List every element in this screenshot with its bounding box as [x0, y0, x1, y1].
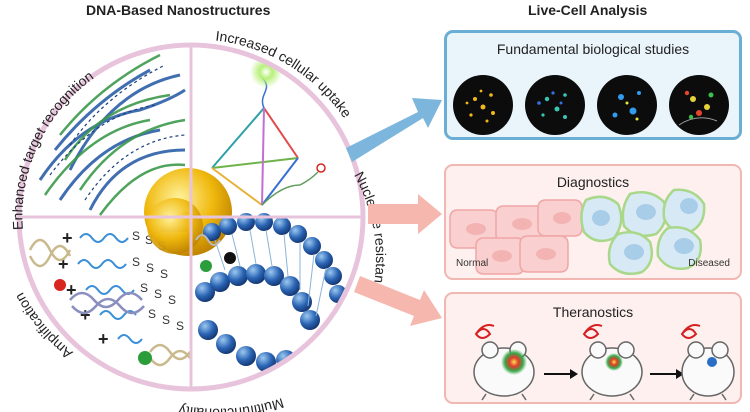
svg-text:+: + [98, 329, 109, 349]
svg-text:S: S [160, 267, 168, 281]
svg-text:S: S [162, 313, 170, 327]
mouse-1 [473, 324, 535, 401]
svg-text:+: + [62, 228, 73, 248]
circle-frame [16, 42, 366, 392]
fluorescence-image-1 [453, 75, 513, 135]
arrow-to-diagnostics [368, 194, 442, 234]
mice-illustration [473, 324, 735, 401]
lipid-bilayer-illustration [195, 213, 347, 372]
panel-title-theranostics: Theranostics [552, 304, 634, 320]
normal-cells [449, 199, 583, 275]
fluorescence-image-3 [597, 75, 657, 135]
svg-text:S: S [146, 261, 154, 275]
svg-text:S: S [145, 233, 153, 247]
circle-illustrations: + + + + + SSS SSS SSS SSS [28, 53, 347, 372]
label-multifunctionality: Multifunctionality [177, 395, 285, 412]
panel-title-fundamental: Fundamental biological studies [496, 41, 690, 57]
header-dna-nanostructures: DNA-Based Nanostructures [86, 2, 271, 18]
panel-diagnostics: Diagnostics Normal Diseased [444, 164, 742, 280]
fluorescence-images [453, 75, 729, 135]
svg-text:+: + [66, 280, 77, 300]
mouse-2 [581, 324, 643, 401]
cells-illustration [449, 188, 706, 275]
fluorescence-image-2 [525, 75, 585, 135]
fluorescence-image-4 [669, 75, 729, 135]
arrow-1 [544, 369, 578, 379]
svg-text:S: S [168, 293, 176, 307]
svg-text:+: + [80, 305, 91, 325]
svg-text:S: S [140, 281, 148, 295]
label-normal: Normal [456, 258, 489, 269]
label-diseased: Diseased [688, 258, 730, 269]
header-live-cell-analysis: Live-Cell Analysis [528, 2, 648, 18]
svg-text:S: S [154, 287, 162, 301]
arrow-2 [650, 369, 684, 379]
panel-theranostics: Theranostics [444, 292, 742, 404]
svg-text:S: S [148, 307, 156, 321]
arrow-to-theranostics [354, 276, 442, 326]
mouse-3 [680, 324, 735, 401]
svg-text:S: S [132, 255, 140, 269]
arrow-to-fundamental [346, 98, 442, 162]
amplification-illustration: + + + + + SSS SSS SSS SSS [28, 198, 203, 367]
svg-text:S: S [132, 229, 140, 243]
panel-fundamental-studies: Fundamental biological studies [444, 30, 742, 140]
panel-title-diagnostics: Diagnostics [556, 174, 630, 190]
svg-text:S: S [176, 319, 184, 333]
svg-text:+: + [58, 254, 69, 274]
